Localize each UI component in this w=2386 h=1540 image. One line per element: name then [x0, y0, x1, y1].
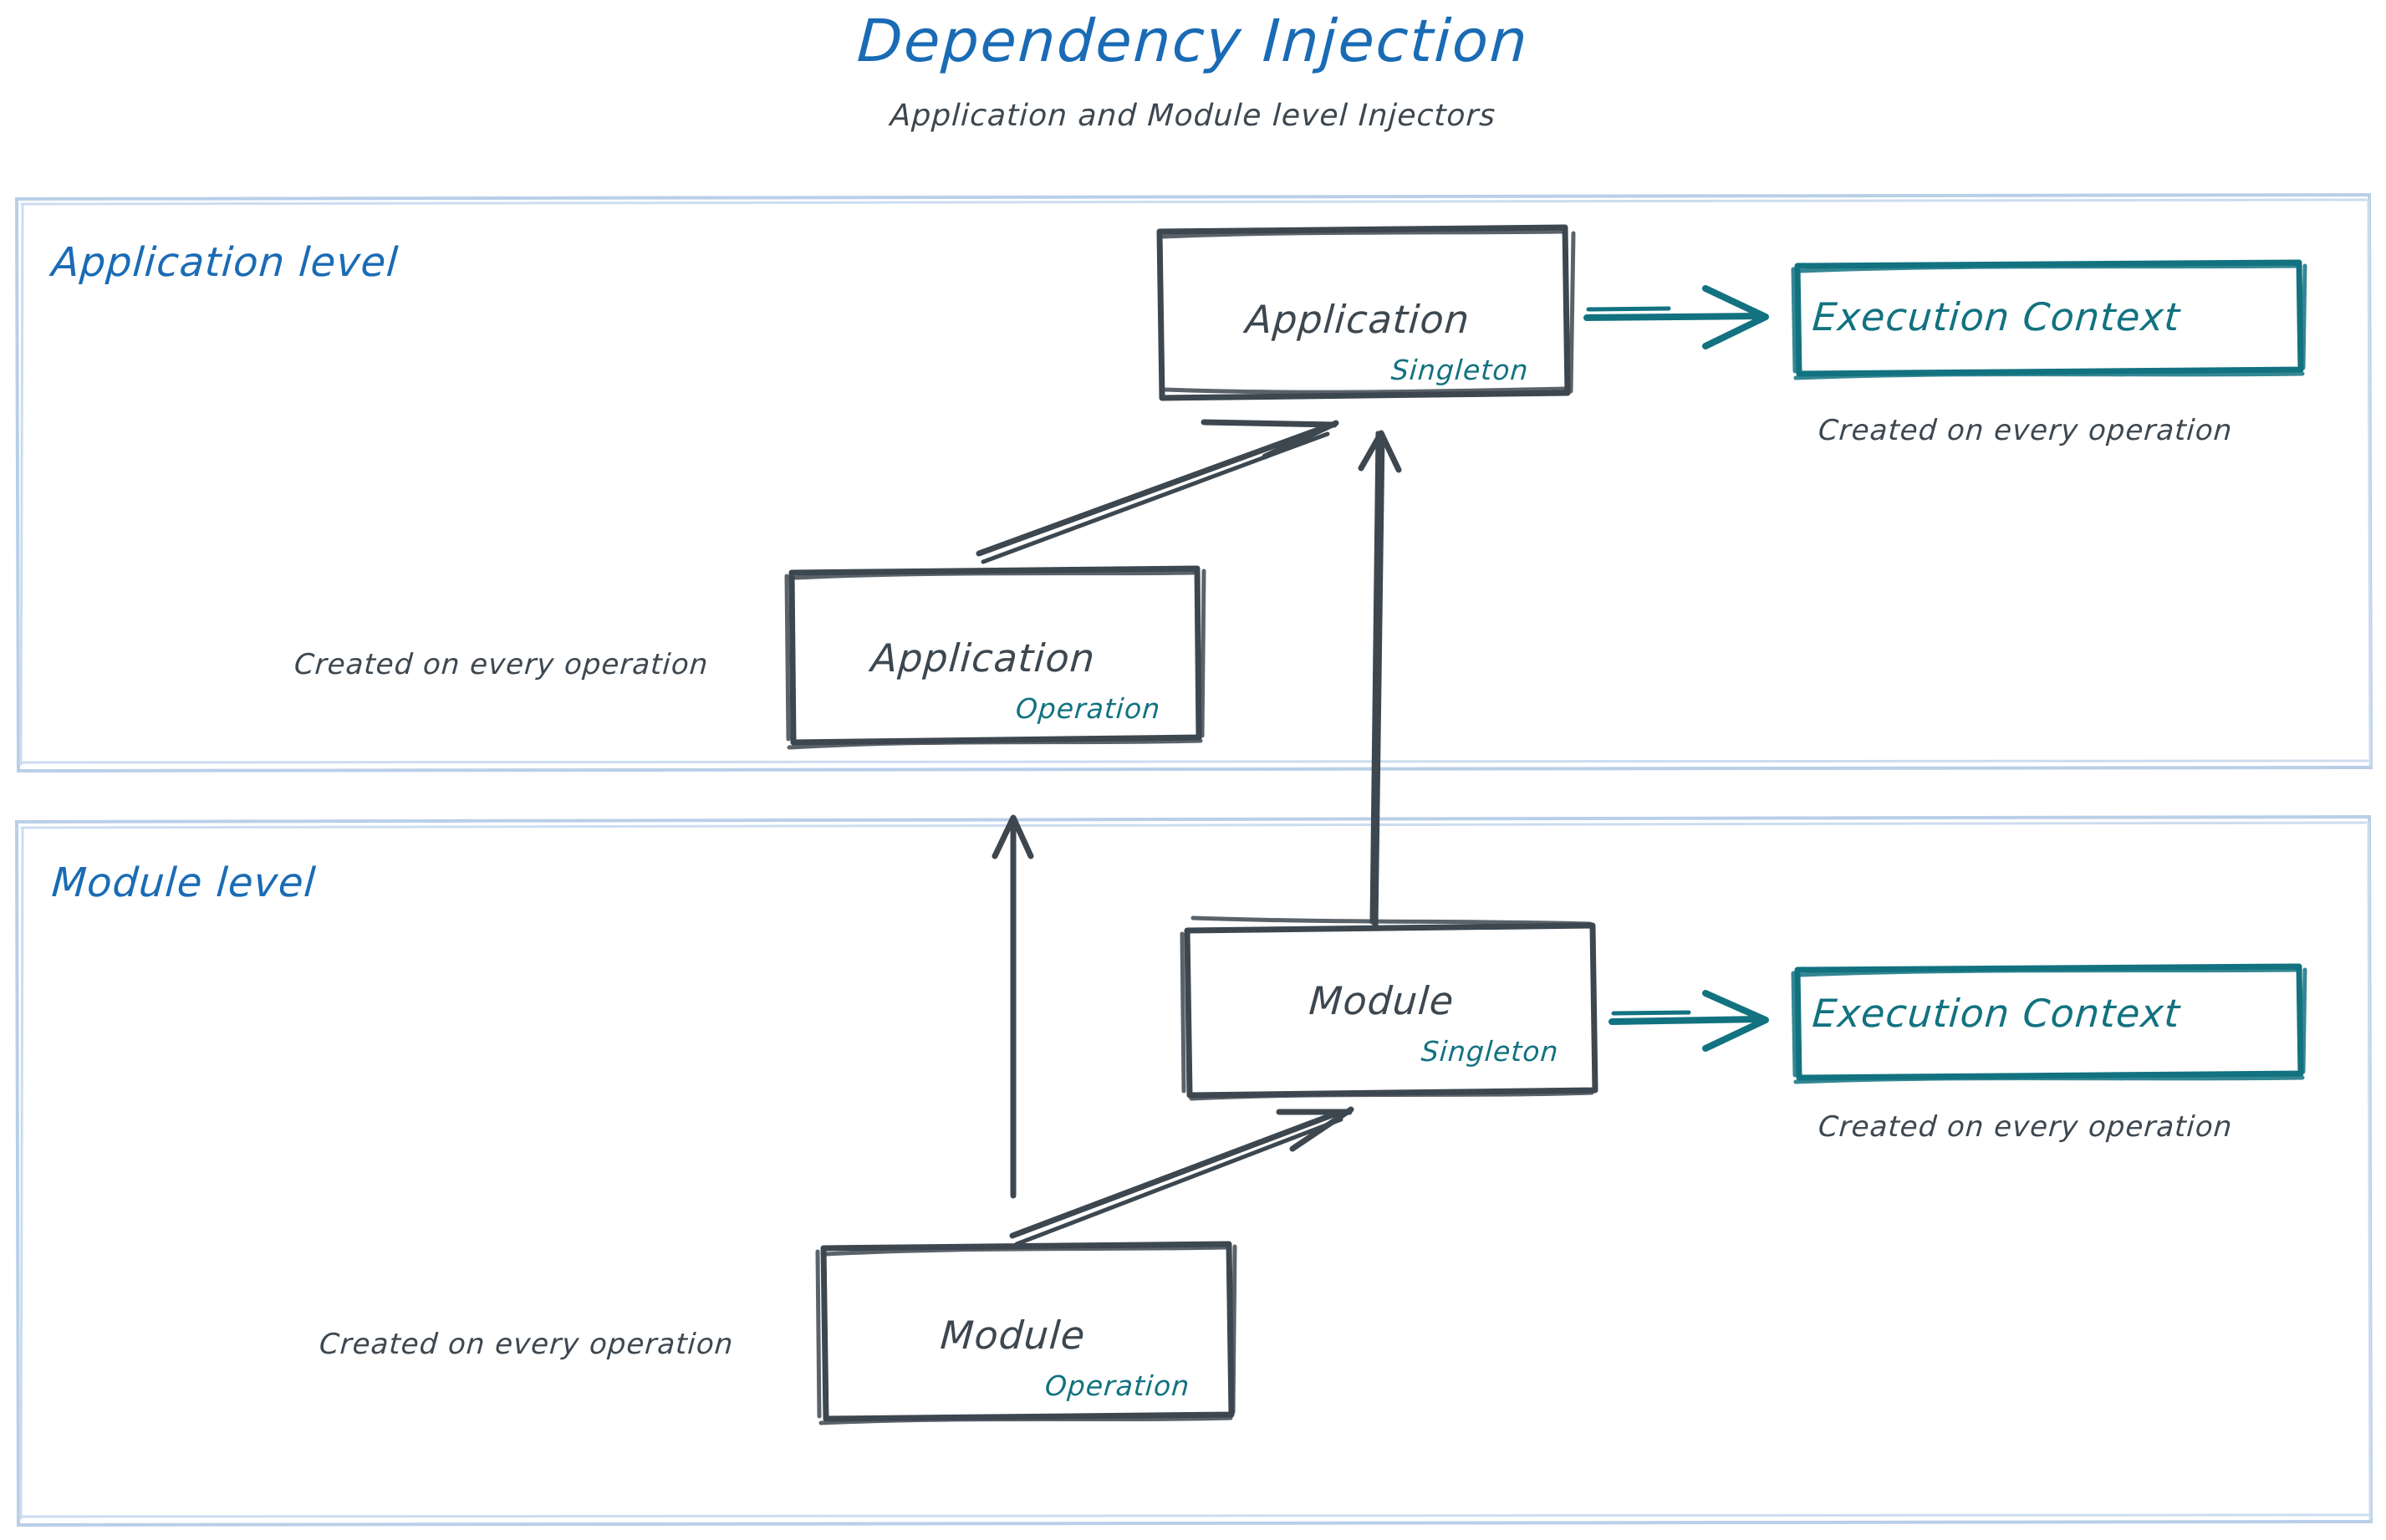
lane-frame-module-level — [14, 814, 2373, 1527]
note-execution-context-module: Created on every operation — [1817, 1110, 2234, 1144]
node-label-module-singleton: Module — [1308, 978, 1456, 1023]
lane-label-application-level: Application level — [50, 239, 400, 286]
note-module-operation: Created on every operation — [318, 1328, 735, 1361]
edge-module-singleton-to-app-singleton — [1358, 430, 1402, 930]
edge-module-operation-to-module-singleton — [1009, 1106, 1354, 1247]
node-scope-application-singleton: Singleton — [1389, 354, 1530, 386]
edge-app-singleton-to-execution-context — [1583, 285, 1769, 349]
node-scope-module-operation: Operation — [1043, 1369, 1191, 1402]
edge-module-singleton-to-execution-context — [1609, 990, 1769, 1052]
page-subtitle: Application and Module level Injectors — [889, 99, 1497, 133]
node-label-application-operation: Application — [869, 635, 1097, 681]
note-execution-context-application: Created on every operation — [1817, 414, 2234, 447]
node-scope-application-operation: Operation — [1014, 692, 1162, 725]
page-title: Dependency Injection — [855, 7, 1531, 75]
node-label-execution-context-application: Execution Context — [1811, 294, 2182, 339]
note-application-operation: Created on every operation — [293, 648, 710, 681]
node-scope-module-singleton: Singleton — [1420, 1035, 1560, 1068]
node-label-application-singleton: Application — [1244, 297, 1471, 342]
node-label-module-operation: Module — [939, 1313, 1088, 1358]
edge-app-operation-to-app-singleton — [976, 419, 1339, 564]
node-label-execution-context-module: Execution Context — [1811, 991, 2182, 1036]
edge-module-operation-to-app-operation — [992, 814, 1034, 1199]
lane-label-module-level: Module level — [50, 859, 318, 906]
